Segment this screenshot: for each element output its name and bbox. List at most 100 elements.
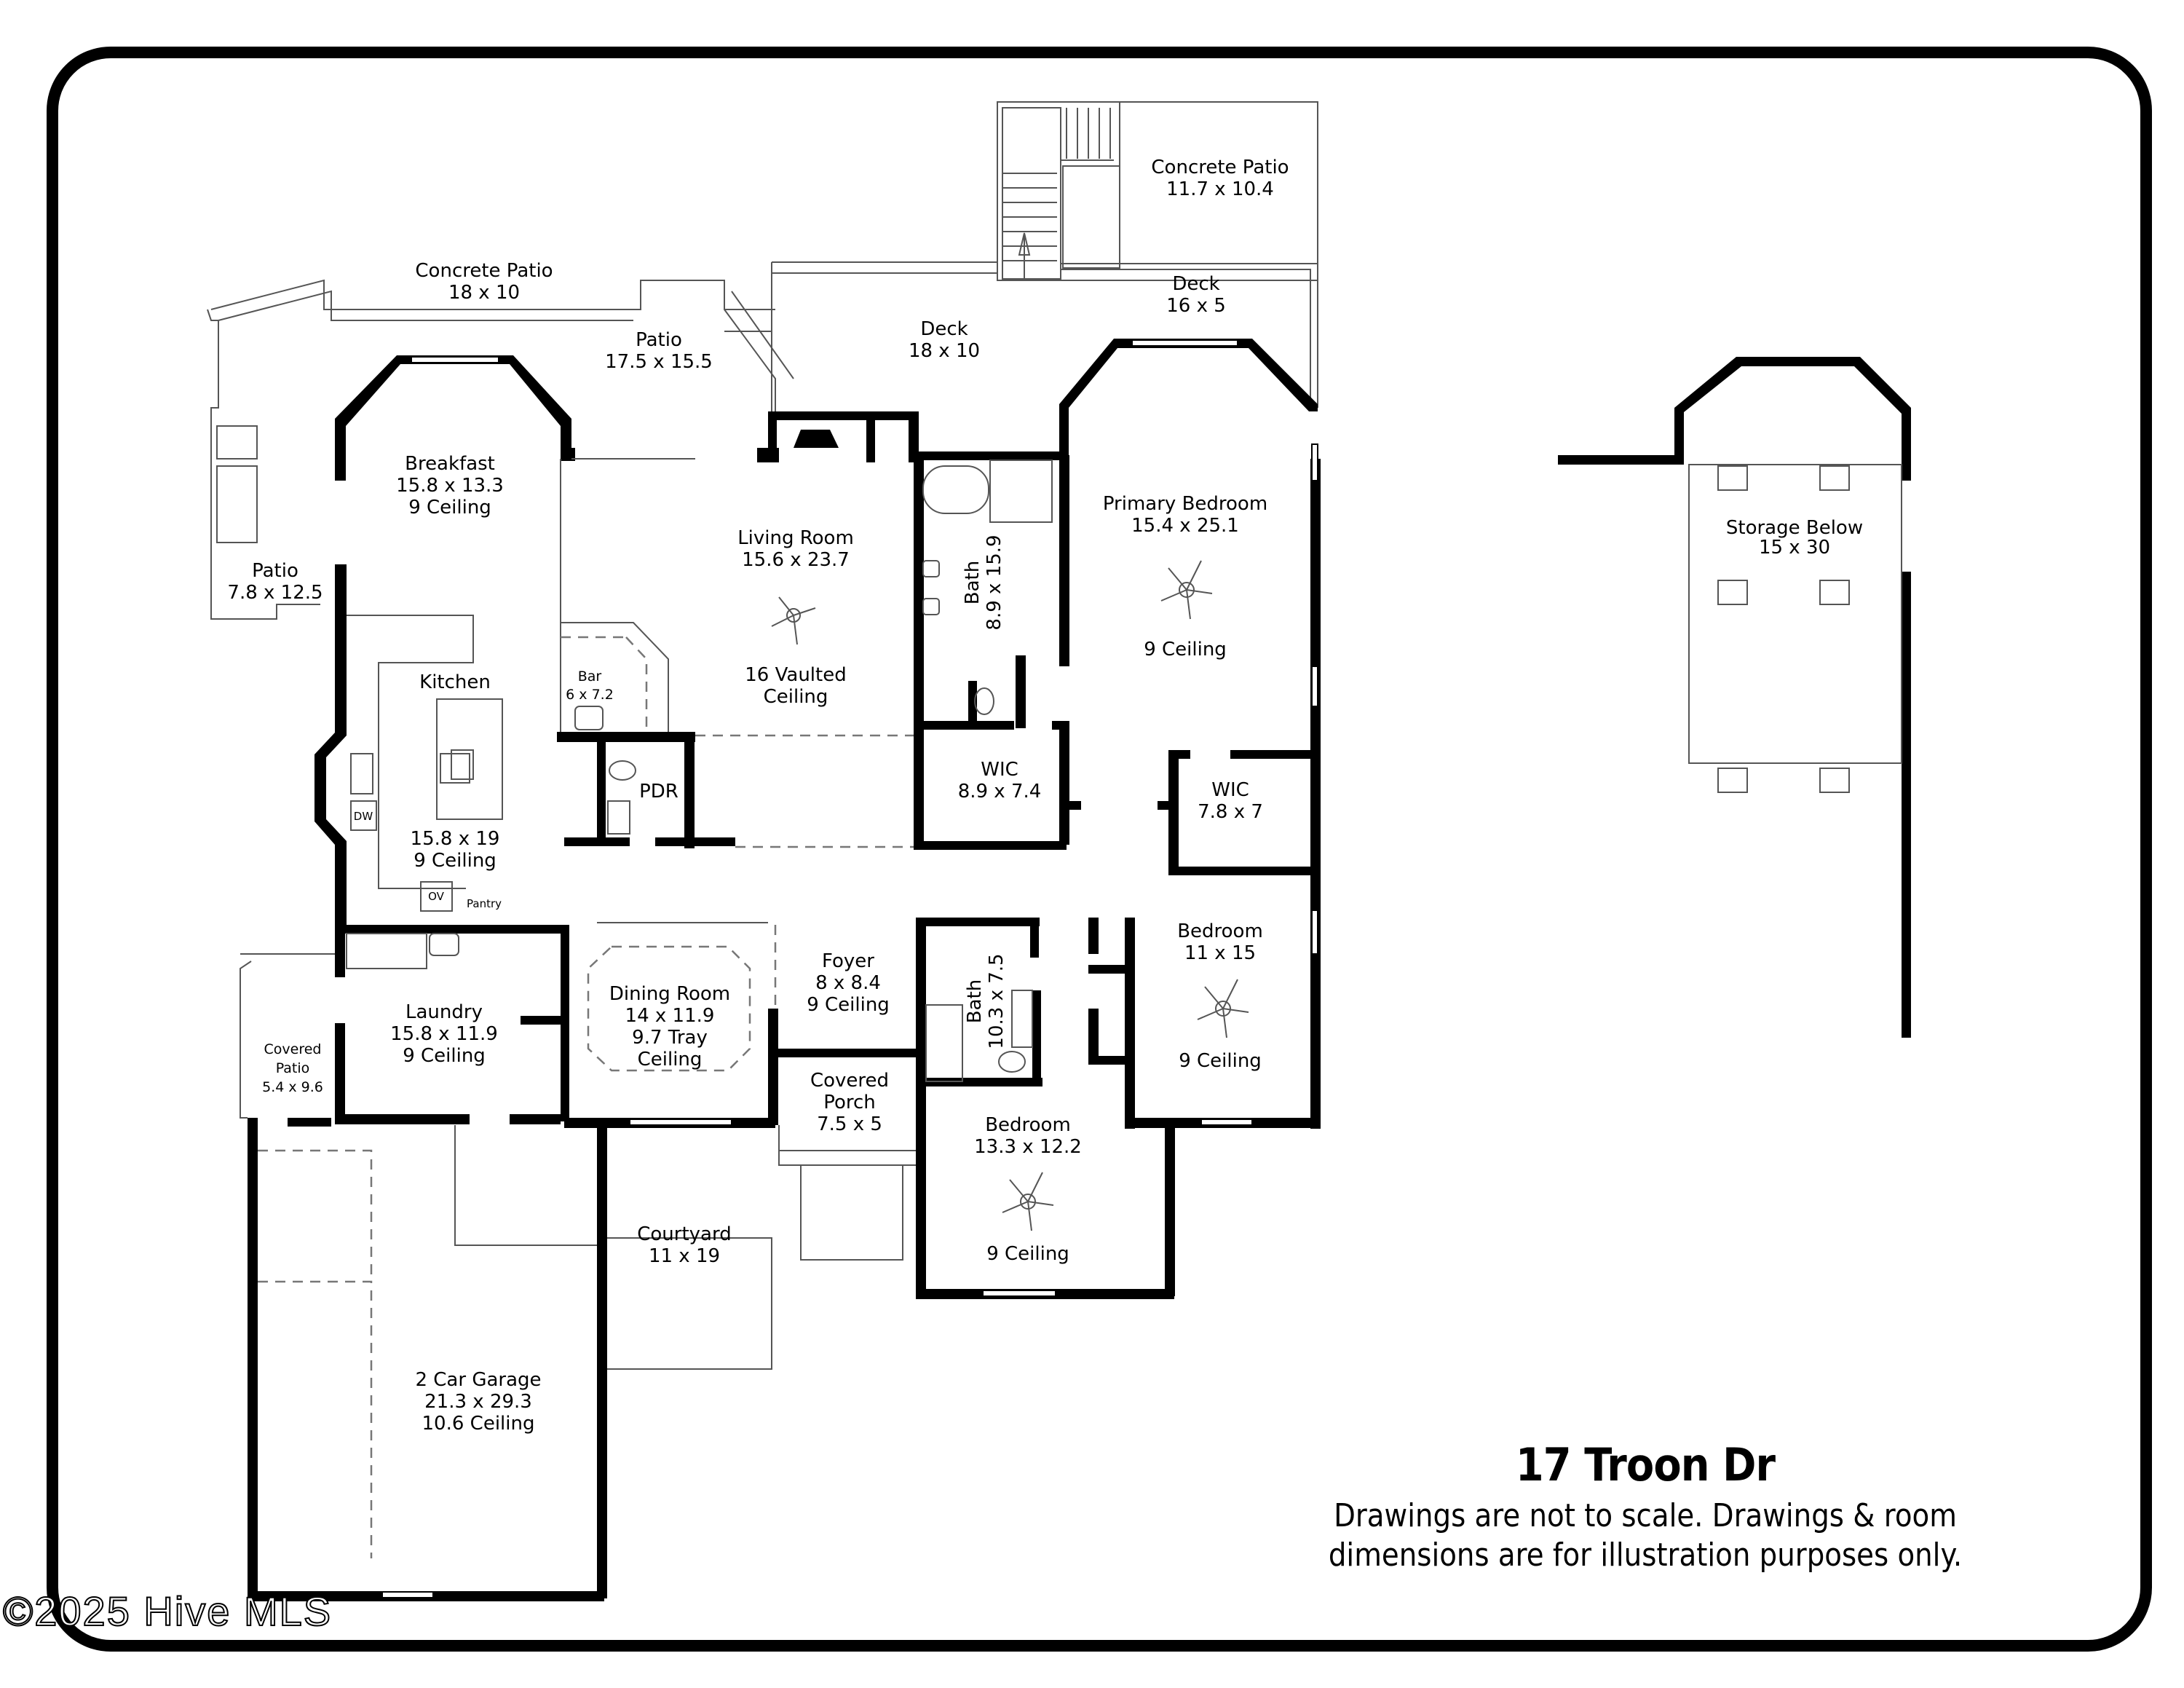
toilet-icon [974, 687, 994, 715]
room-label-pdr: PDR [639, 781, 678, 802]
svg-text:Ceiling: Ceiling [764, 686, 828, 708]
room-label-deck-1: Deck 18 x 10 [909, 318, 980, 362]
room-label-garage: 2 Car Garage 21.3 x 29.3 10.6 Ceiling [415, 1369, 541, 1435]
svg-text:Bath: Bath [962, 561, 984, 604]
svg-text:Covered: Covered [264, 1041, 322, 1057]
laundry-counter [346, 933, 427, 969]
svg-text:7.8 x 12.5: 7.8 x 12.5 [227, 582, 323, 604]
bathtub-icon [922, 465, 989, 514]
svg-text:5.4 x 9.6: 5.4 x 9.6 [262, 1079, 323, 1095]
shower-icon [989, 460, 1053, 523]
svg-text:16 Vaulted: 16 Vaulted [745, 664, 846, 686]
ceiling-fan-icon [1160, 560, 1213, 620]
vanity-sink-1-icon [922, 560, 940, 577]
svg-text:15.6 x 23.7: 15.6 x 23.7 [742, 549, 850, 571]
svg-text:9 Ceiling: 9 Ceiling [807, 994, 890, 1016]
svg-text:Bath: Bath [964, 979, 986, 1023]
disclaimer: Drawings are not to scale. Drawings & ro… [1286, 1496, 2004, 1575]
laundry-sink-icon [429, 933, 459, 956]
dishwasher-box [350, 800, 377, 831]
room-label-wic-2: WIC 7.8 x 7 [1198, 779, 1263, 823]
fireplace-icon [794, 430, 839, 448]
bath2-tub-icon [925, 1004, 963, 1082]
svg-text:2 Car Garage: 2 Car Garage [415, 1369, 541, 1391]
svg-text:Dining Room: Dining Room [609, 983, 730, 1005]
svg-text:Concrete Patio: Concrete Patio [415, 260, 553, 282]
svg-text:15.8 x 11.9: 15.8 x 11.9 [390, 1023, 498, 1045]
ceiling-fan-icon [1002, 1172, 1054, 1231]
disclaimer-line-2: dimensions are for illustration purposes… [1328, 1537, 1963, 1574]
outdoor-kitchen-icon [216, 465, 258, 543]
ceiling-fan-icon [771, 596, 816, 645]
svg-text:15.8 x 19: 15.8 x 19 [411, 828, 500, 850]
svg-text:14 x 11.9: 14 x 11.9 [625, 1005, 715, 1027]
svg-text:Covered: Covered [810, 1070, 889, 1092]
room-label-wic-1: WIC 8.9 x 7.4 [958, 759, 1042, 802]
room-label-bath-2: Bath 10.3 x 7.5 [964, 953, 1008, 1049]
room-label-concrete-patio-2: Concrete Patio 11.7 x 10.4 [1151, 157, 1289, 200]
pdr-toilet-icon [609, 760, 636, 781]
room-label-breakfast: Breakfast 15.8 x 13.3 9 Ceiling [396, 453, 504, 518]
vanity-sink-2-icon [922, 598, 940, 615]
svg-text:Bedroom: Bedroom [1177, 920, 1263, 942]
svg-text:9 Ceiling: 9 Ceiling [408, 497, 491, 518]
room-label-laundry: Laundry 15.8 x 11.9 9 Ceiling [390, 1001, 498, 1067]
disclaimer-line-1: Drawings are not to scale. Drawings & ro… [1334, 1497, 1957, 1534]
svg-text:Living Room: Living Room [737, 527, 854, 549]
walls [248, 339, 1911, 1601]
svg-text:Kitchen: Kitchen [419, 671, 491, 693]
svg-text:PDR: PDR [639, 781, 678, 802]
svg-text:Porch: Porch [823, 1092, 876, 1113]
property-address-title: 17 Troon Dr [1515, 1438, 1776, 1491]
room-label-deck-2: Deck 16 x 5 [1166, 273, 1226, 317]
room-label-concrete-patio-1: Concrete Patio 18 x 10 [415, 260, 553, 304]
bath2-sink-icon [1011, 990, 1033, 1048]
svg-text:Patio: Patio [252, 560, 298, 582]
svg-text:18 x 10: 18 x 10 [448, 282, 520, 304]
svg-text:9 Ceiling: 9 Ceiling [986, 1243, 1069, 1265]
svg-text:Bedroom: Bedroom [985, 1114, 1071, 1136]
svg-text:7.5 x 5: 7.5 x 5 [817, 1113, 882, 1135]
cooktop-icon [440, 753, 470, 784]
svg-text:Bar: Bar [578, 669, 602, 685]
room-label-covered-patio: Covered Patio 5.4 x 9.6 [262, 1041, 323, 1095]
room-label-bedroom-1: Bedroom 11 x 15 9 Ceiling [1177, 920, 1263, 1072]
svg-text:21.3 x 29.3: 21.3 x 29.3 [424, 1391, 532, 1413]
svg-text:15.8 x 13.3: 15.8 x 13.3 [396, 475, 504, 497]
interior-lines [240, 458, 1902, 1558]
room-label-foyer: Foyer 8 x 8.4 9 Ceiling [807, 950, 890, 1016]
bar-sink-icon [574, 706, 604, 730]
room-label-patio: Patio 17.5 x 15.5 [605, 329, 713, 373]
svg-text:Patio: Patio [276, 1060, 310, 1076]
svg-text:11 x 15: 11 x 15 [1184, 942, 1256, 964]
deck-outline [771, 261, 1318, 419]
room-label-bar: Bar 6 x 7.2 [566, 669, 614, 703]
storage-posts [1717, 465, 1850, 793]
svg-text:11 x 19: 11 x 19 [649, 1245, 720, 1267]
svg-text:9 Ceiling: 9 Ceiling [403, 1045, 486, 1067]
svg-text:17.5 x 15.5: 17.5 x 15.5 [605, 351, 713, 373]
oven-box [420, 881, 453, 912]
svg-text:6 x 7.2: 6 x 7.2 [566, 687, 614, 703]
svg-text:Primary Bedroom: Primary Bedroom [1103, 493, 1267, 515]
pantry-label: Pantry [467, 897, 502, 910]
svg-text:7.8 x 7: 7.8 x 7 [1198, 801, 1263, 823]
dishwasher-label: DW [354, 810, 373, 823]
room-label-kitchen: Kitchen 15.8 x 19 9 Ceiling [411, 671, 500, 872]
svg-text:16 x 5: 16 x 5 [1166, 295, 1226, 317]
svg-text:13.3 x 12.2: 13.3 x 12.2 [974, 1136, 1082, 1158]
svg-text:9 Ceiling: 9 Ceiling [414, 850, 496, 872]
room-label-courtyard: Courtyard 11 x 19 [637, 1223, 731, 1267]
svg-text:Foyer: Foyer [822, 950, 874, 972]
fixtures: DW OV Pantry [216, 425, 1053, 1082]
room-label-storage: Storage Below 15 x 30 [1726, 517, 1863, 559]
svg-text:Courtyard: Courtyard [637, 1223, 731, 1245]
rear-patio-outline [207, 279, 794, 620]
svg-text:9 Ceiling: 9 Ceiling [1179, 1050, 1262, 1072]
svg-text:WIC: WIC [1211, 779, 1249, 801]
svg-text:9 Ceiling: 9 Ceiling [1144, 639, 1227, 660]
svg-text:15.4 x 25.1: 15.4 x 25.1 [1131, 515, 1239, 537]
svg-text:18 x 10: 18 x 10 [909, 340, 980, 362]
room-label-primary-bedroom: Primary Bedroom 15.4 x 25.1 9 Ceiling [1103, 493, 1267, 660]
room-label-patio-side: Patio 7.8 x 12.5 [227, 560, 323, 604]
